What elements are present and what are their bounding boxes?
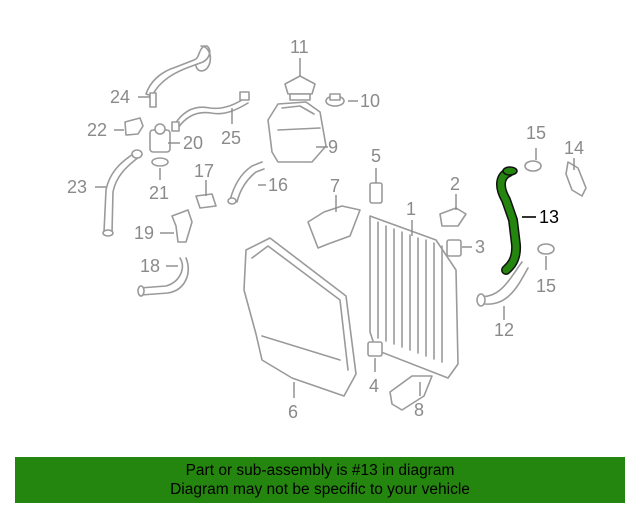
part-4-mount: [367, 341, 383, 357]
callout-20: 20: [183, 133, 203, 153]
callout-16: 16: [268, 175, 288, 195]
callouts: 11 10 9 24 25 22 20 21 23 17 16 19 18 5 …: [67, 37, 584, 422]
callout-19: 19: [134, 223, 154, 243]
info-banner: Part or sub-assembly is #13 in diagram D…: [15, 457, 625, 503]
callout-5: 5: [371, 146, 381, 166]
callout-17: 17: [194, 161, 214, 181]
part-1-radiator: [369, 215, 459, 379]
callout-23: 23: [67, 177, 87, 197]
part-21-grommet: [151, 157, 169, 167]
part-7-bracket: [307, 205, 361, 249]
part-3-mount: [446, 239, 462, 257]
callout-6: 6: [288, 402, 298, 422]
part-10-cap: [325, 93, 345, 107]
callout-12: 12: [494, 320, 514, 340]
callout-7: 7: [330, 176, 340, 196]
callout-1: 1: [406, 199, 416, 219]
part-15-clamp-upper: [524, 160, 542, 172]
part-9-expansion-tank: [267, 101, 327, 163]
part-8-bracket: [389, 375, 433, 411]
banner-line-2: Diagram may not be specific to your vehi…: [170, 481, 470, 498]
callout-4: 4: [369, 376, 379, 396]
part-19-fitting: [171, 209, 193, 243]
callout-18: 18: [140, 256, 160, 276]
part-13-hose-highlighted: [496, 166, 522, 275]
part-20-mount: [149, 123, 171, 153]
banner-line-1: Part or sub-assembly is #13 in diagram: [185, 462, 455, 479]
callout-11: 11: [290, 37, 309, 57]
part-2-bracket: [439, 207, 467, 227]
part-25-hose: [171, 91, 250, 132]
part-16-hose: [227, 161, 265, 205]
callout-15-upper: 15: [526, 123, 546, 143]
part-11-cap: [284, 75, 316, 101]
callout-9: 9: [328, 137, 338, 157]
leader-lines: [95, 58, 575, 398]
callout-8: 8: [414, 400, 424, 420]
part-6-shroud: [243, 237, 357, 397]
callout-14: 14: [564, 138, 584, 158]
callout-25: 25: [221, 128, 241, 148]
callout-24: 24: [110, 87, 130, 107]
part-24-hose: [145, 45, 212, 108]
callout-10: 10: [360, 91, 380, 111]
callout-13: 13: [539, 207, 559, 227]
part-15-clamp-lower: [537, 243, 555, 255]
callout-21: 21: [149, 183, 169, 203]
part-17-fitting: [195, 193, 217, 209]
callout-2: 2: [450, 174, 460, 194]
part-18-hose: [137, 257, 190, 297]
part-22-bracket: [124, 117, 144, 136]
part-14-bracket: [565, 161, 587, 197]
callout-22: 22: [87, 120, 107, 140]
callout-3: 3: [475, 237, 485, 257]
part-12-hose: [476, 261, 529, 307]
part-23-hose: [102, 149, 143, 237]
callout-15-lower: 15: [536, 276, 556, 296]
part-5-sensor: [369, 182, 383, 204]
